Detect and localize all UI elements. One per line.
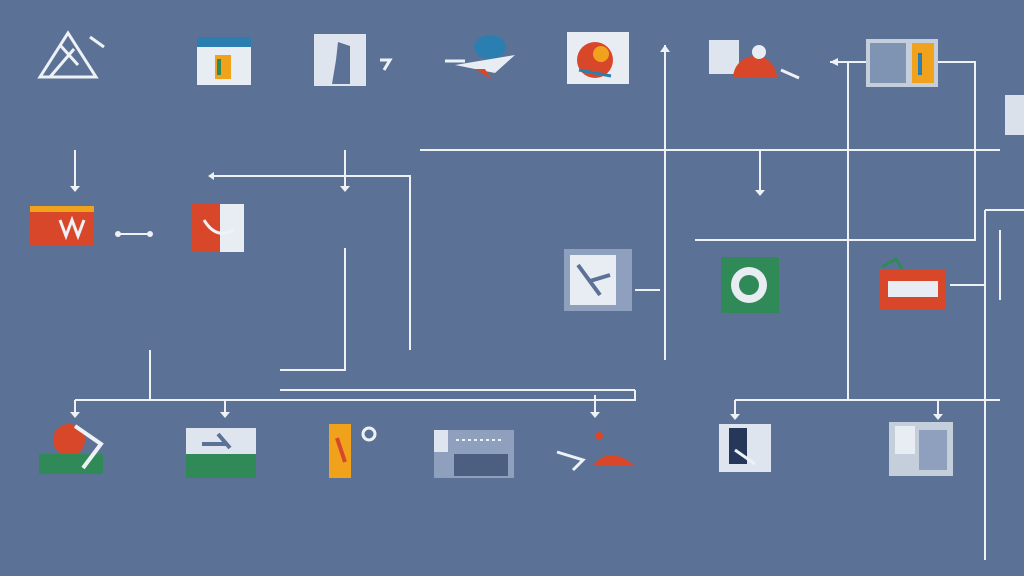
- connector-line: [213, 175, 411, 350]
- node-12[interactable]: [705, 255, 795, 365]
- fox-card-icon: [192, 204, 244, 252]
- arrowhead: [340, 186, 350, 192]
- node-13[interactable]: [860, 255, 960, 380]
- circle-card-icon: [721, 257, 779, 313]
- slide-icon: [709, 40, 800, 80]
- connector-line: [75, 390, 636, 401]
- bird-globe-icon: [39, 424, 104, 474]
- mountain-outline-icon: [37, 30, 105, 79]
- node-2[interactable]: [190, 35, 260, 130]
- node-14[interactable]: [20, 418, 130, 558]
- node-4[interactable]: [430, 25, 530, 150]
- node-6[interactable]: [700, 30, 810, 145]
- node-15[interactable]: [170, 418, 280, 548]
- tall-card-icon: [329, 424, 377, 478]
- book-edge-icon: [1005, 95, 1024, 135]
- person-card-icon: [314, 34, 393, 86]
- node-1[interactable]: [25, 25, 115, 145]
- arrowhead: [730, 414, 740, 420]
- node-8[interactable]: [1005, 95, 1024, 145]
- arrowhead: [830, 58, 838, 66]
- boot-card-icon: [197, 37, 251, 85]
- arrowhead: [660, 45, 670, 52]
- node-7[interactable]: [855, 35, 955, 150]
- arrowhead: [755, 190, 765, 196]
- node-11[interactable]: [550, 245, 650, 365]
- field-card-icon: [186, 428, 256, 478]
- bird-icon: [445, 35, 515, 79]
- arrowhead: [70, 186, 80, 192]
- node-5[interactable]: [555, 30, 645, 140]
- arrowhead: [220, 412, 230, 418]
- robot-card-icon: [719, 424, 771, 472]
- city-card-icon: [434, 430, 514, 478]
- node-3[interactable]: [305, 30, 405, 150]
- bus-card-icon: [880, 256, 946, 309]
- letter-card-icon: [30, 206, 94, 246]
- node-20[interactable]: [865, 418, 980, 553]
- node-17[interactable]: [420, 420, 530, 555]
- connector-line: [280, 248, 346, 371]
- tree-card-icon: [564, 249, 632, 311]
- node-19[interactable]: [690, 420, 800, 550]
- connector-dot: [147, 231, 153, 237]
- arrowhead: [933, 414, 943, 420]
- arrowhead: [208, 172, 214, 180]
- factory-card-icon: [866, 39, 938, 87]
- rooster-card-icon: [567, 32, 629, 84]
- connector-dot: [115, 231, 121, 237]
- shoe-icon: [556, 432, 635, 472]
- arrowhead: [590, 412, 600, 418]
- node-18[interactable]: [545, 420, 645, 530]
- arrowhead: [70, 412, 80, 418]
- node-16[interactable]: [300, 418, 400, 553]
- panel-card-icon: [889, 422, 953, 476]
- node-9[interactable]: [10, 200, 130, 310]
- node-10[interactable]: [175, 200, 265, 310]
